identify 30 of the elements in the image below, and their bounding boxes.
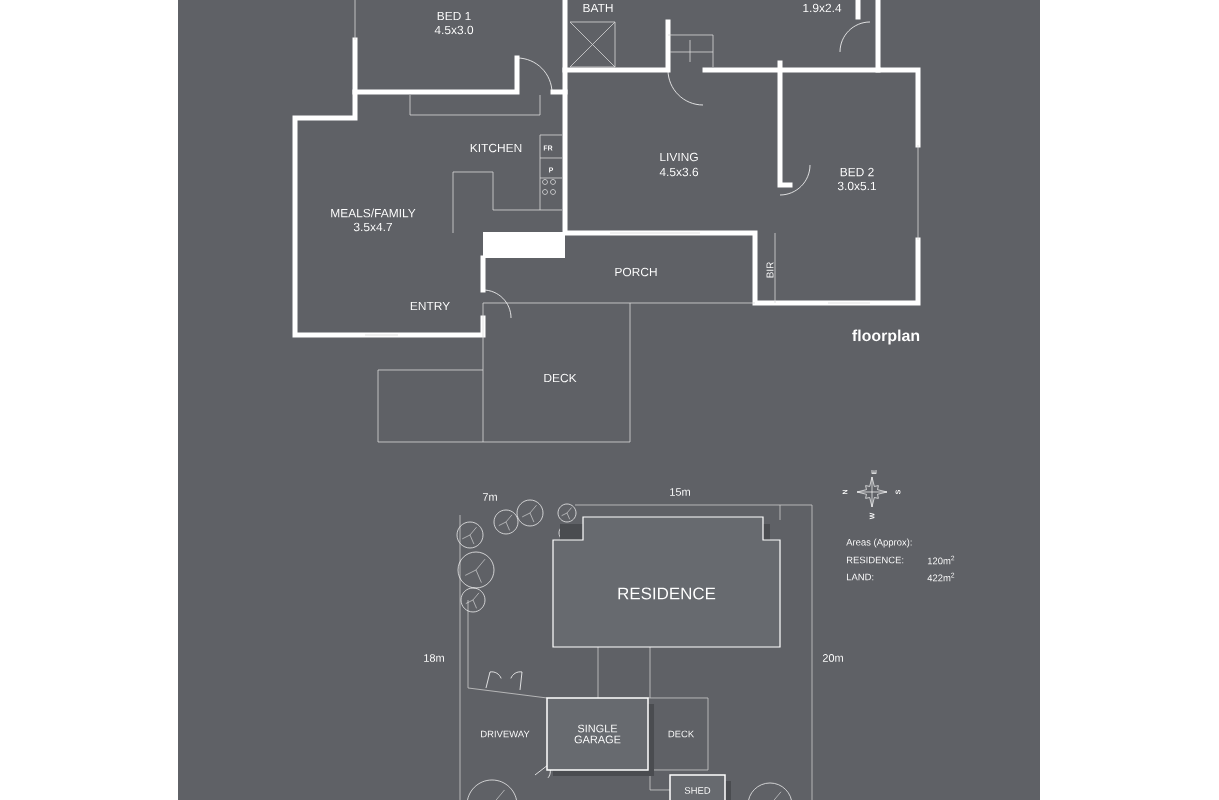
- room-label: PORCH: [615, 267, 657, 277]
- room-label: BED 2: [840, 167, 874, 177]
- area-text: 422m$^{2}$: [927, 572, 955, 582]
- room-label: 1.9x2.4: [803, 3, 842, 13]
- room-label: BATH: [583, 3, 613, 13]
- room-label: 4.5x3.6: [659, 167, 699, 177]
- dimension-label: 15m: [670, 488, 690, 496]
- room-label: BIR: [766, 262, 774, 278]
- plan-title: floorplan: [852, 329, 920, 345]
- room-label: 4.5x3.0: [434, 25, 474, 35]
- room-label: LIVING: [660, 152, 698, 162]
- area-text: Areas (Approx):: [846, 538, 912, 548]
- room-label: MEALS/FAMILY: [331, 208, 416, 218]
- room-label: KITCHEN: [470, 143, 522, 153]
- room-label: DECK: [544, 373, 577, 383]
- dimension-label: 18m: [424, 654, 444, 662]
- room-label: BED 1: [437, 11, 471, 21]
- area-text: 120m$^{2}$: [927, 555, 955, 565]
- room-label: DRIVEWAY: [481, 730, 530, 738]
- room-label: 3.5x4.7: [353, 222, 392, 232]
- area-text: LAND:: [847, 573, 874, 581]
- room-label: 3.0x5.1: [837, 181, 876, 191]
- room-label: DECK: [668, 730, 695, 738]
- building-box: SINGLE GARAGE: [546, 697, 654, 776]
- building-box: RESIDENCE: [552, 516, 781, 648]
- area-text: RESIDENCE:: [847, 556, 904, 564]
- building-box: SHED: [669, 774, 731, 800]
- dimension-label: 7m: [482, 493, 497, 501]
- room-label: ENTRY: [410, 301, 450, 311]
- dimension-label: 20m: [822, 654, 843, 662]
